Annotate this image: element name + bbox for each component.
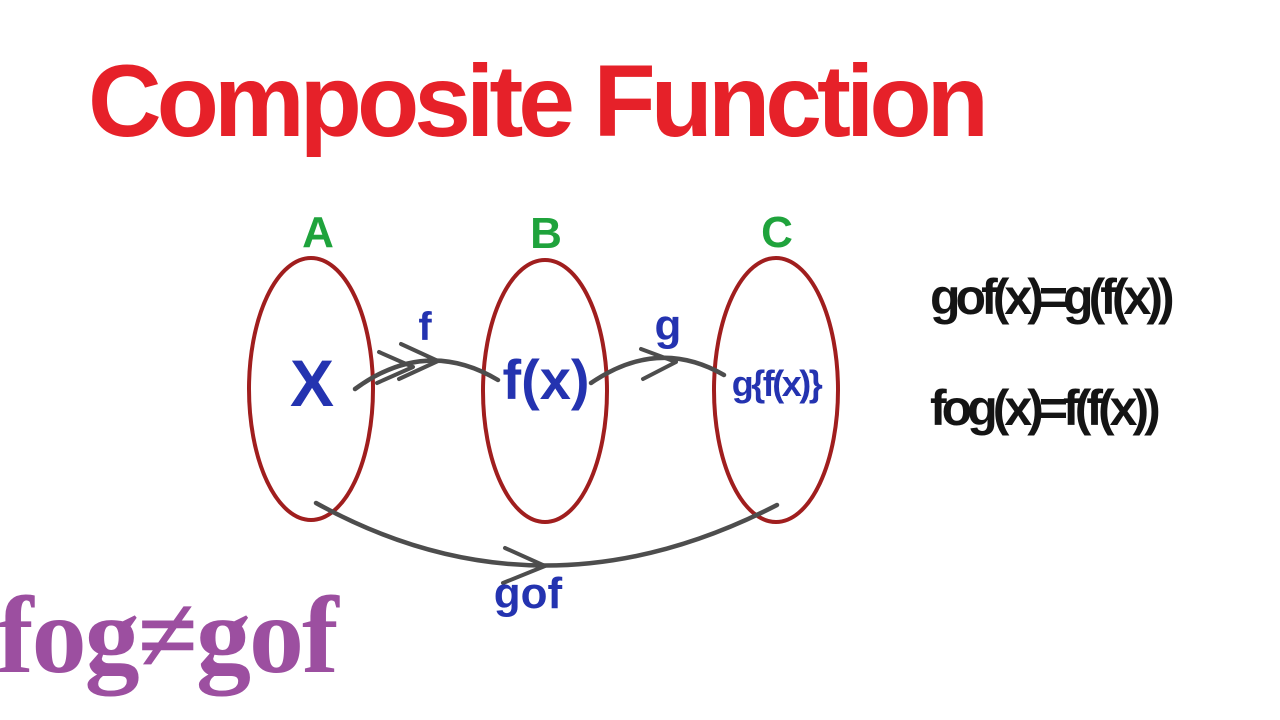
arrow-f-head-2 (375, 350, 415, 385)
set-label-c: C (761, 208, 793, 257)
formula-fog: fog(x)=f(f(x)) (930, 380, 1161, 436)
page-title: Composite Function (88, 44, 989, 158)
inequality-note: fog≠gof (0, 574, 339, 696)
arrow-f-shaft (352, 358, 501, 392)
arrow-gof-head (501, 546, 547, 585)
set-label-a: A (302, 208, 334, 257)
arrow-g-head (639, 347, 678, 381)
set-a-ellipse (247, 256, 375, 522)
arrow-g-label: g (654, 301, 682, 350)
element-gfx-label: g{f(x)} (731, 363, 823, 404)
set-b-ellipse (481, 258, 609, 524)
arrow-f-head (397, 342, 440, 381)
arrow-gof-shaft (313, 500, 780, 568)
element-fx-label: f(x) (502, 348, 590, 411)
set-c-ellipse (712, 256, 840, 524)
formula-gof: gof(x)=g(f(x)) (930, 269, 1175, 325)
set-label-b: B (530, 209, 562, 258)
element-x-label: X (289, 346, 335, 420)
arrow-gof-label: gof (493, 569, 563, 618)
arrow-f-label: f (418, 305, 432, 349)
arrow-g-shaft (588, 355, 727, 386)
